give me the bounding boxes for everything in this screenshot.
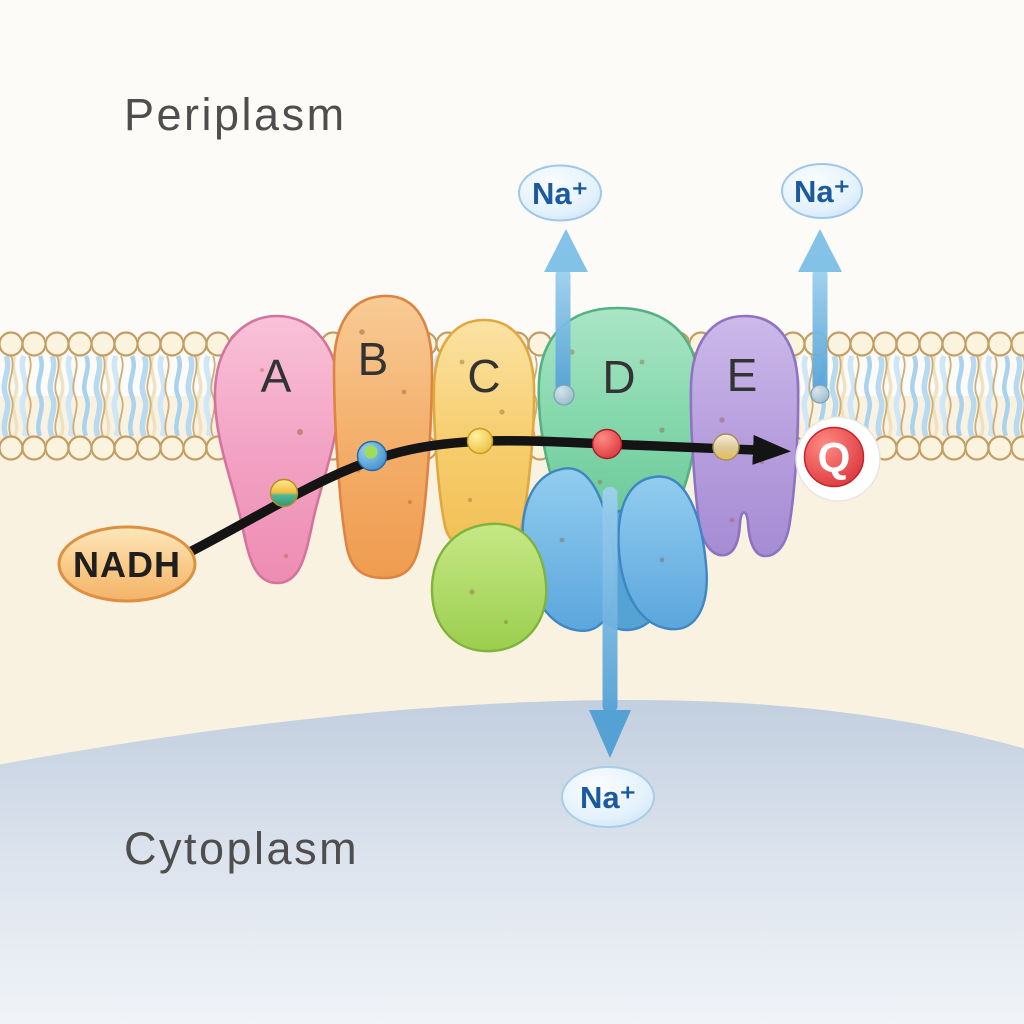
na-ion-bottom: Na⁺ — [561, 766, 655, 828]
sodium-arrows — [544, 229, 842, 758]
quinone-badge: Q — [795, 416, 881, 502]
cofactor-dot-b-core — [364, 445, 378, 459]
cytoplasmic-lime-lobe — [430, 522, 548, 653]
cofactor-dot-c — [466, 427, 494, 455]
quinone-label: Q — [818, 434, 851, 481]
cytoplasm-label: Cytoplasm — [124, 823, 359, 874]
na-ion-label: Na⁺ — [532, 176, 588, 211]
na-arrow-down — [589, 487, 631, 758]
subunit-label-c: C — [467, 350, 500, 402]
subunit-b-shape — [332, 294, 434, 580]
subunit-label-a: A — [261, 350, 292, 402]
na-arrow-up-right — [798, 229, 842, 404]
na-arrow-up-left — [544, 229, 588, 406]
nadh-badge: NADH — [57, 525, 197, 603]
na-ion-label: Na⁺ — [580, 780, 636, 815]
subunit-label-d: D — [602, 351, 635, 403]
na-ion-label: Na⁺ — [794, 174, 850, 209]
quinone-circle — [803, 426, 865, 488]
cytoplasm-region — [0, 700, 1024, 1024]
sodium-ions: Na⁺ Na⁺ Na⁺ — [518, 163, 863, 828]
subunit-label-b: B — [358, 333, 389, 385]
na-ion-dot-left — [553, 384, 575, 406]
subunit-labels: A B C D E — [261, 333, 758, 403]
cytoplasmic-blue-lobe-right — [617, 475, 708, 631]
subunit-label-e: E — [727, 349, 758, 401]
cofactor-dot-a — [269, 478, 299, 508]
subunit-e-shape — [689, 314, 800, 558]
cofactor-dots — [269, 427, 740, 508]
na-ion-dot-right — [810, 384, 830, 404]
cofactor-dot-e — [712, 433, 740, 461]
periplasm-label: Periplasm — [124, 89, 347, 140]
na-ion-top-right: Na⁺ — [781, 163, 863, 219]
nadh-label: NADH — [73, 544, 181, 585]
cofactor-dot-d — [591, 428, 623, 460]
na-ion-top-left: Na⁺ — [518, 164, 602, 222]
nadh-ellipse — [57, 525, 197, 603]
